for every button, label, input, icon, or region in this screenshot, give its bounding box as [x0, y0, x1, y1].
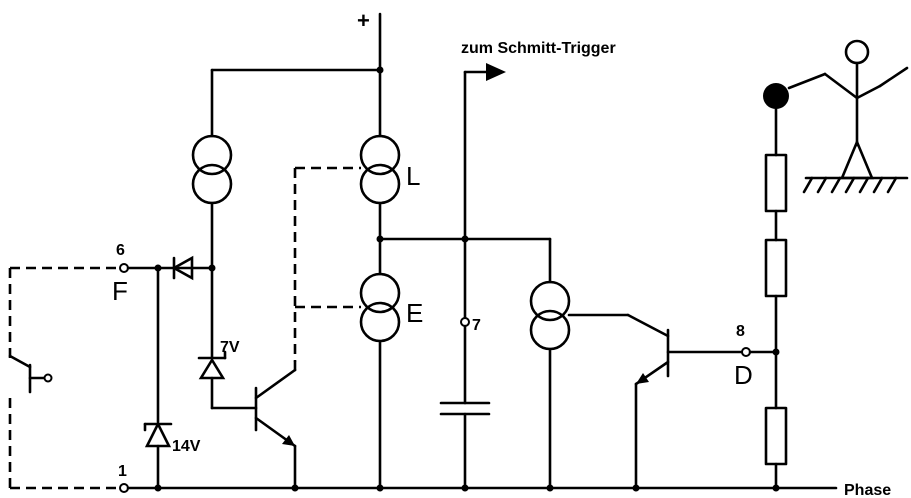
middle-node-wiring	[376, 63, 552, 490]
transistor-right-and-terminal-D	[626, 313, 780, 490]
label-pin-6: 6	[116, 242, 125, 259]
current-source-left	[191, 134, 233, 270]
zener-diode-14v-icon	[144, 421, 172, 448]
current-source-E	[359, 272, 401, 490]
label-schmitt-trigger: zum Schmitt-Trigger	[461, 40, 616, 57]
label-pin-7: 7	[472, 317, 481, 334]
label-F: F	[112, 276, 128, 306]
resistor-1	[764, 153, 788, 213]
touch-electrode-icon	[763, 83, 789, 109]
label-plus: +	[357, 8, 370, 33]
label-zener-7v: 7V	[220, 339, 240, 356]
label-phase: Phase	[844, 482, 891, 498]
label-E: E	[406, 298, 423, 328]
resistor-3	[764, 406, 788, 466]
label-pin-8: 8	[736, 323, 745, 340]
push-button-switch	[8, 354, 53, 394]
label-zener-14v: 14V	[172, 438, 201, 455]
zener-7v-and-transistor	[197, 266, 297, 490]
arrow-icon	[486, 63, 506, 81]
current-source-L	[359, 134, 401, 276]
diode-icon	[171, 255, 194, 281]
label-pin-1: 1	[118, 463, 127, 480]
label-L: L	[406, 161, 420, 191]
resistor-chain	[763, 83, 789, 490]
current-source-right	[529, 280, 630, 490]
control-dashed-lines	[8, 166, 361, 490]
zener-diode-7v-icon	[198, 357, 226, 380]
label-D: D	[734, 360, 753, 390]
resistor-2	[764, 238, 788, 298]
phase-line	[119, 483, 838, 493]
terminal-F-wiring	[119, 255, 216, 490]
supply-rail	[210, 12, 384, 138]
human-figure-icon	[787, 39, 909, 194]
